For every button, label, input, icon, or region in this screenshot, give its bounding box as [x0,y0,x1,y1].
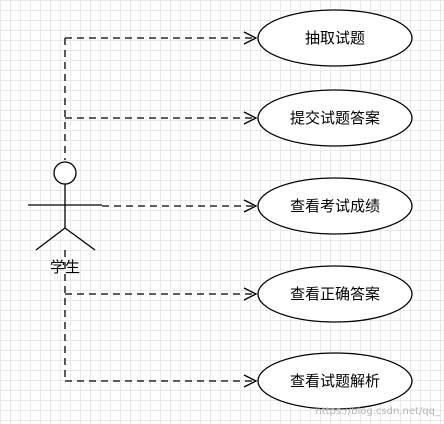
arrow-head [243,31,258,45]
use-case-1: 抽取试题 [65,9,413,67]
use-case-2: 提交试题答案 [65,89,413,147]
arrow-head [243,199,258,213]
use-case-label: 抽取试题 [305,29,365,47]
use-case-ellipse [257,9,413,67]
actor-left-leg [35,227,66,251]
use-case-3: 查看考试成绩 [102,177,413,235]
use-case-4: 查看正确答案 [65,265,413,323]
actor-right-leg [64,227,96,251]
use-case-5: 查看试题解析 [65,352,413,410]
use-case-label: 查看考试成绩 [290,197,380,215]
use-case-ellipse [257,352,413,410]
use-case-ellipse [257,89,413,147]
arrow-head [243,287,258,301]
actor-label: 学生 [50,258,80,276]
use-case-ellipse [257,265,413,323]
arrow-head [243,111,258,125]
use-case-label: 查看试题解析 [290,372,380,390]
actor-head [53,161,77,185]
arrow-head [243,374,258,388]
use-case-label: 提交试题答案 [290,109,380,127]
watermark-text: https://blog.csdn.net/qq_ [315,406,441,417]
use-case-ellipse [257,177,413,235]
actor-student: 学生 [28,161,102,276]
use-case-label: 查看正确答案 [290,285,380,303]
